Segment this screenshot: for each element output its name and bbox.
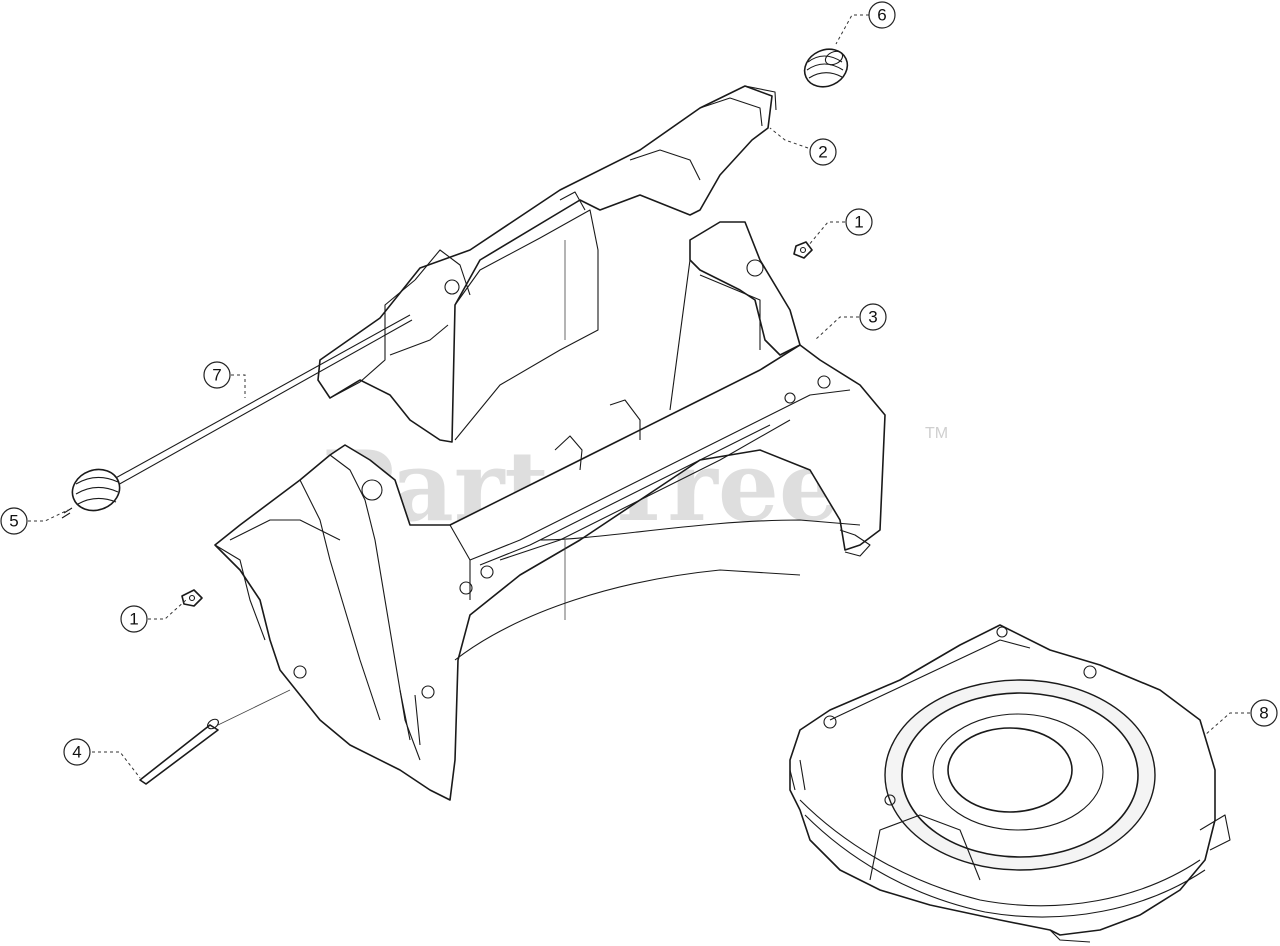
nut-part-1-left — [181, 589, 203, 607]
callout-7: 7 — [203, 361, 231, 389]
callout-5: 5 — [0, 507, 28, 535]
spring-part-6 — [803, 48, 849, 88]
leader-8 — [1204, 712, 1250, 736]
leader-7 — [231, 374, 246, 398]
callout-2: 2 — [809, 138, 837, 166]
rear-door-part-2 — [317, 85, 777, 443]
callout-6: 6 — [868, 1, 896, 29]
svg-text:4: 4 — [72, 743, 81, 762]
rod-part-7 — [111, 314, 413, 487]
housing-part-8 — [789, 624, 1231, 943]
svg-text:5: 5 — [9, 512, 18, 531]
svg-text:1: 1 — [854, 213, 863, 232]
svg-text:6: 6 — [877, 6, 886, 25]
spring-part-5 — [61, 468, 121, 519]
leader-1b — [148, 599, 187, 620]
callout-4: 4 — [63, 738, 91, 766]
callout-8: 8 — [1250, 699, 1278, 727]
leader-3 — [814, 316, 859, 341]
nut-part-1-right — [793, 241, 813, 259]
callout-1-upper: 1 — [845, 208, 873, 236]
callout-3: 3 — [859, 303, 887, 331]
deck-frame-part-3 — [214, 221, 886, 801]
pin-part-4 — [139, 689, 291, 785]
svg-text:3: 3 — [868, 308, 877, 327]
watermark-trademark: TM — [925, 425, 948, 442]
svg-text:8: 8 — [1259, 704, 1268, 723]
leader-2 — [769, 127, 809, 149]
svg-text:2: 2 — [818, 143, 827, 162]
leader-1a — [807, 221, 845, 247]
svg-text:1: 1 — [129, 610, 138, 629]
svg-text:7: 7 — [212, 366, 221, 385]
leader-4 — [92, 751, 141, 779]
leader-6 — [835, 14, 869, 45]
callout-1-lower: 1 — [120, 605, 148, 633]
leader-5 — [28, 509, 69, 522]
